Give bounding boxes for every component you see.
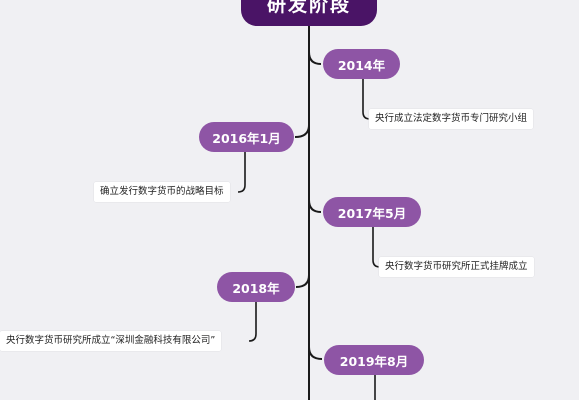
milestone-event-2016-01: 确立发行数字货币的战略目标 [94,182,230,202]
milestone-date-2014: 2014年 [323,49,400,79]
milestone-date-2016-01: 2016年1月 [199,122,294,152]
milestone-date-2019-08: 2019年8月 [324,345,424,375]
root-node-title: 研发阶段 [241,0,377,26]
milestone-date-2017-05: 2017年5月 [323,197,421,227]
connector-2014 [308,51,322,65]
connector-2019 [308,346,323,360]
leader-2014 [362,79,371,120]
milestone-event-2014: 央行成立法定数字货币专门研究小组 [369,109,534,129]
connector-2018 [295,274,310,288]
connector-2016 [294,124,310,138]
leader-2017 [372,227,381,268]
connector-2017 [308,199,322,213]
milestone-event-2017-05: 央行数字货币研究所正式挂牌成立 [379,257,534,277]
leader-2018 [248,302,257,342]
milestone-event-2018: 央行数字货币研究所成立“深圳金融科技有限公司” [0,331,222,351]
leader-2016 [237,152,246,193]
milestone-date-2018: 2018年 [217,272,295,302]
